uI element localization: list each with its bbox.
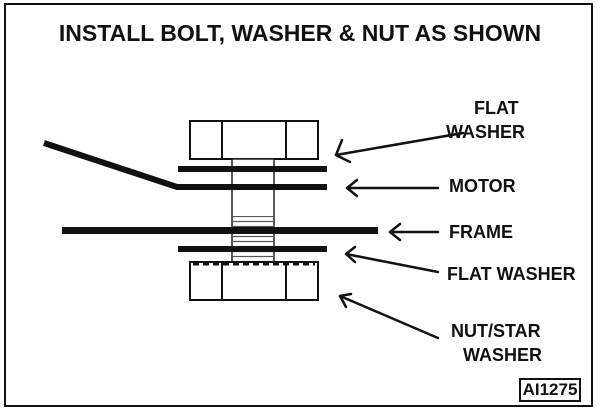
label-nut-star-washer-line1: NUT/STAR (451, 321, 541, 341)
label-frame: FRAME (449, 222, 513, 242)
nut-star-washer (189, 261, 319, 301)
label-nut-star-washer-line2: WASHER (463, 345, 542, 365)
label-flat-washer-top-line1: FLAT (474, 98, 519, 118)
frame-plate (62, 227, 378, 234)
figure-code: AI1275 (519, 378, 581, 402)
bottom-flat-washer (178, 246, 327, 252)
arrow-flat-washer-top (334, 131, 465, 164)
motor-bracket (43, 140, 327, 190)
arrow-nut-star-washer (338, 292, 440, 340)
arrow-motor (345, 178, 440, 198)
label-flat-washer-bottom: FLAT WASHER (447, 264, 576, 284)
label-flat-washer-top-line2: WASHER (446, 122, 525, 142)
diagram-title: INSTALL BOLT, WASHER & NUT AS SHOWN (59, 20, 541, 46)
bolt-head (189, 120, 319, 160)
top-flat-washer (178, 166, 327, 172)
arrow-frame (388, 222, 440, 242)
label-motor: MOTOR (449, 176, 516, 196)
diagram-frame (4, 3, 593, 407)
arrow-flat-washer-bottom (344, 245, 440, 274)
